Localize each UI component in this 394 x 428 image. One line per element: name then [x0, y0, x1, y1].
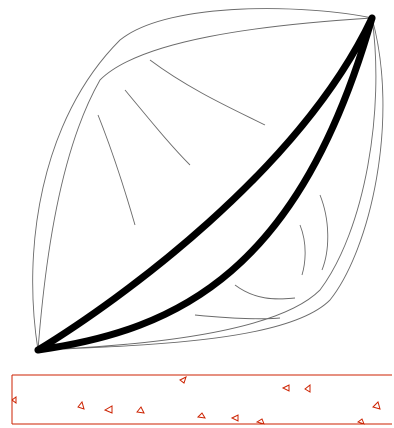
bold-arc-lower: [34, 14, 376, 354]
small-triangle-icon: [372, 401, 381, 410]
inner-envelope-right: [37, 17, 377, 351]
interior-stroke-3: [97, 114, 136, 226]
interior-stroke-2: [124, 89, 191, 166]
small-triangle-icon: [304, 383, 311, 393]
small-triangle-icon: [103, 405, 113, 414]
small-triangle-icon: [136, 406, 145, 414]
interior-stroke-1: [149, 59, 266, 126]
marker-strip: [11, 374, 392, 425]
bold-lens-strokes: [34, 14, 376, 354]
interior-stroke-7: [194, 314, 281, 320]
interior-stroke-5: [319, 194, 329, 271]
outer-envelope-right: [37, 17, 384, 351]
small-triangle-icon: [179, 376, 187, 384]
small-triangle-icon: [77, 400, 85, 410]
small-triangle-icon: [356, 418, 365, 425]
bold-arc-upper: [34, 14, 376, 354]
strip-markers: [11, 376, 381, 425]
small-triangle-icon: [255, 418, 265, 425]
interior-stroke-6: [234, 284, 296, 300]
interior-stroke-4: [299, 224, 306, 276]
outer-envelope-left: [32, 8, 373, 351]
small-triangle-icon: [196, 412, 206, 419]
small-triangle-icon: [11, 396, 17, 404]
small-triangle-icon: [281, 384, 290, 392]
small-triangle-icon: [230, 414, 239, 422]
outer-envelope-curves: [32, 8, 384, 351]
inner-envelope-left: [37, 17, 373, 351]
interior-strokes: [97, 59, 329, 320]
